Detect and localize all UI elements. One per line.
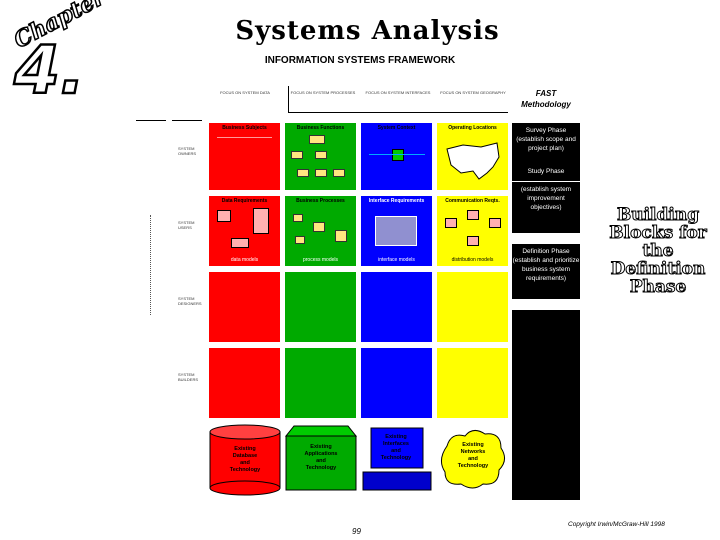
header-divider xyxy=(172,120,202,121)
cell-builders-geography xyxy=(437,348,508,418)
fast-heading: FAST Methodology xyxy=(521,89,571,109)
phase-study: Study Phase xyxy=(512,164,580,181)
cell-builders-interfaces xyxy=(361,348,432,418)
cell-data-requirements: Data Requirements data models xyxy=(209,196,280,266)
cell-designers-geography xyxy=(437,272,508,342)
framework-subtitle: INFORMATION SYSTEMS FRAMEWORK xyxy=(264,55,456,66)
cell-footer: distribution models xyxy=(451,257,494,263)
cell-footer: process models xyxy=(302,257,338,263)
cell-title: Data Requirements xyxy=(221,198,268,204)
subject-list xyxy=(217,137,272,168)
location-box xyxy=(467,210,479,220)
copyright: Copyright Irwin/McGraw-Hill 1998 xyxy=(568,521,665,528)
cell-designers-interfaces xyxy=(361,272,432,342)
context-node xyxy=(392,149,404,161)
cell-business-subjects: Business Subjects xyxy=(209,123,280,190)
phase-block xyxy=(512,310,580,500)
column-header-processes: FOCUS ON SYSTEM PROCESSES xyxy=(290,90,356,95)
terminal-icon xyxy=(362,427,432,491)
application-server-icon xyxy=(284,425,358,491)
function-box xyxy=(333,169,345,177)
header-divider xyxy=(288,86,289,112)
cell-business-processes: Business Processes process models xyxy=(285,196,356,266)
tech-label-interfaces: Existing Interfaces and Technology xyxy=(380,434,412,461)
row-label-builders: SYSTEM BUILDERS xyxy=(178,372,199,382)
cell-title: Business Processes xyxy=(296,198,345,204)
interface-screen xyxy=(375,216,417,246)
cell-interface-requirements: Interface Requirements interface models xyxy=(361,196,432,266)
function-box xyxy=(309,135,325,144)
database-cylinder-icon xyxy=(209,424,281,496)
function-box xyxy=(315,151,327,159)
location-box xyxy=(489,218,501,228)
cell-footer: data models xyxy=(230,257,259,263)
column-header-interfaces: FOCUS ON SYSTEM INTERFACES xyxy=(365,90,431,95)
entity-box xyxy=(231,238,249,248)
stakeholder-axis xyxy=(150,215,151,315)
context-link xyxy=(369,154,425,155)
cell-footer: interface models xyxy=(378,257,415,263)
process-box xyxy=(293,214,303,222)
process-box xyxy=(335,230,347,242)
cell-business-functions: Business Functions xyxy=(285,123,356,190)
entity-box xyxy=(217,210,231,222)
building-blocks-heading: Building Blocks for the Definition Phase xyxy=(609,205,707,297)
row-label-owners: SYSTEM OWNERS xyxy=(178,146,196,156)
phase-survey: Survey Phase (establish scope and projec… xyxy=(512,123,580,164)
tech-label-networks: Existing Networks and Technology xyxy=(457,442,489,469)
entity-box xyxy=(253,208,269,234)
cell-title: System Context xyxy=(377,125,416,131)
cell-title: Business Subjects xyxy=(222,125,267,131)
header-divider xyxy=(136,120,166,121)
map-icon xyxy=(446,142,500,180)
header-divider xyxy=(288,112,508,113)
location-box xyxy=(467,236,479,246)
network-cloud-icon xyxy=(441,430,505,489)
row-label-users: SYSTEM USERS xyxy=(178,220,195,230)
phase-definition: Definition Phase (establish and prioriti… xyxy=(512,244,580,299)
process-box xyxy=(295,236,305,244)
cell-builders-processes xyxy=(285,348,356,418)
location-box xyxy=(445,218,457,228)
column-header-geography: FOCUS ON SYSTEM GEOGRAPHY xyxy=(440,90,506,95)
process-box xyxy=(313,222,325,232)
page-number: 99 xyxy=(352,527,361,536)
cell-title: Interface Requirements xyxy=(368,198,425,204)
phase-study-objectives: (establish system improvement objectives… xyxy=(512,182,580,233)
tech-label-applications: Existing Applications and Technology xyxy=(304,444,338,471)
chapter-number: 4. xyxy=(13,32,87,109)
cell-system-context: System Context xyxy=(361,123,432,190)
cell-title: Business Functions xyxy=(296,125,345,131)
function-box xyxy=(291,151,303,159)
function-box xyxy=(315,169,327,177)
row-label-designers: SYSTEM DESIGNERS xyxy=(178,296,202,306)
column-header-data: FOCUS ON SYSTEM DATA xyxy=(220,90,270,95)
function-box xyxy=(297,169,309,177)
cell-operating-locations: Operating Locations xyxy=(437,123,508,190)
cell-builders-data xyxy=(209,348,280,418)
cell-title: Communication Reqts. xyxy=(445,198,500,204)
cell-communication-reqts: Communication Reqts. distribution models xyxy=(437,196,508,266)
cell-designers-processes xyxy=(285,272,356,342)
tech-label-database: Existing Database and Technology xyxy=(229,446,261,473)
cell-title: Operating Locations xyxy=(448,125,497,131)
cell-designers-data xyxy=(209,272,280,342)
page-title: Systems Analysis xyxy=(235,16,500,46)
